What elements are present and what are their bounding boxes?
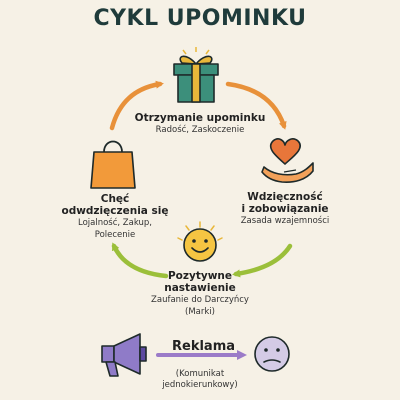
arrow-gift-to-heart	[225, 81, 287, 130]
node-reciprocate-sub-line2: Polecenie	[94, 229, 136, 240]
node-reciprocate: Chęć odwdzięczenia się Lojalność, Zakup,…	[60, 193, 170, 240]
node-reciprocate-name-line2: odwdzięczenia się	[61, 205, 169, 217]
arrow-heart-to-smiley	[232, 243, 293, 278]
node-gratitude-name-line1: Wdzięczność	[247, 191, 323, 203]
node-positive-name-line2: nastawienie	[164, 282, 236, 294]
page-title: CYKL UPOMINKU	[93, 6, 307, 31]
node-gift: Otrzymanie upominku Radość, Zaskoczenie	[130, 112, 270, 136]
advertising-sub-line2: jednokierunkowy)	[162, 379, 238, 390]
node-positive-sub-line1: Zaufanie do Darczyńcy	[151, 295, 249, 305]
node-positive-sub-line2: (Marki)	[185, 306, 215, 317]
node-gratitude: Wdzięczność i zobowiązanie Zasada wzajem…	[230, 191, 340, 227]
node-gratitude-sub: Zasada wzajemności	[240, 216, 330, 226]
node-positive-name-line1: Pozytywne	[167, 270, 233, 282]
advertising-label: Reklama	[172, 339, 236, 354]
advertising-sub-line1: (Komunikat	[175, 369, 225, 379]
node-gift-sub: Radość, Zaskoczenie	[155, 125, 245, 135]
advertising-sub: (Komunikat jednokierunkowy)	[150, 369, 250, 390]
node-reciprocate-name-line1: Chęć	[100, 193, 130, 205]
node-gift-name: Otrzymanie upominku	[134, 112, 266, 124]
arrow-bag-to-gift	[109, 80, 164, 131]
arrow-smiley-to-bag	[111, 242, 169, 279]
node-gratitude-name-line2: i zobowiązanie	[241, 203, 329, 215]
node-positive: Pozytywne nastawienie Zaufanie do Darczy…	[140, 270, 260, 317]
node-reciprocate-sub-line1: Lojalność, Zakup,	[78, 218, 152, 228]
